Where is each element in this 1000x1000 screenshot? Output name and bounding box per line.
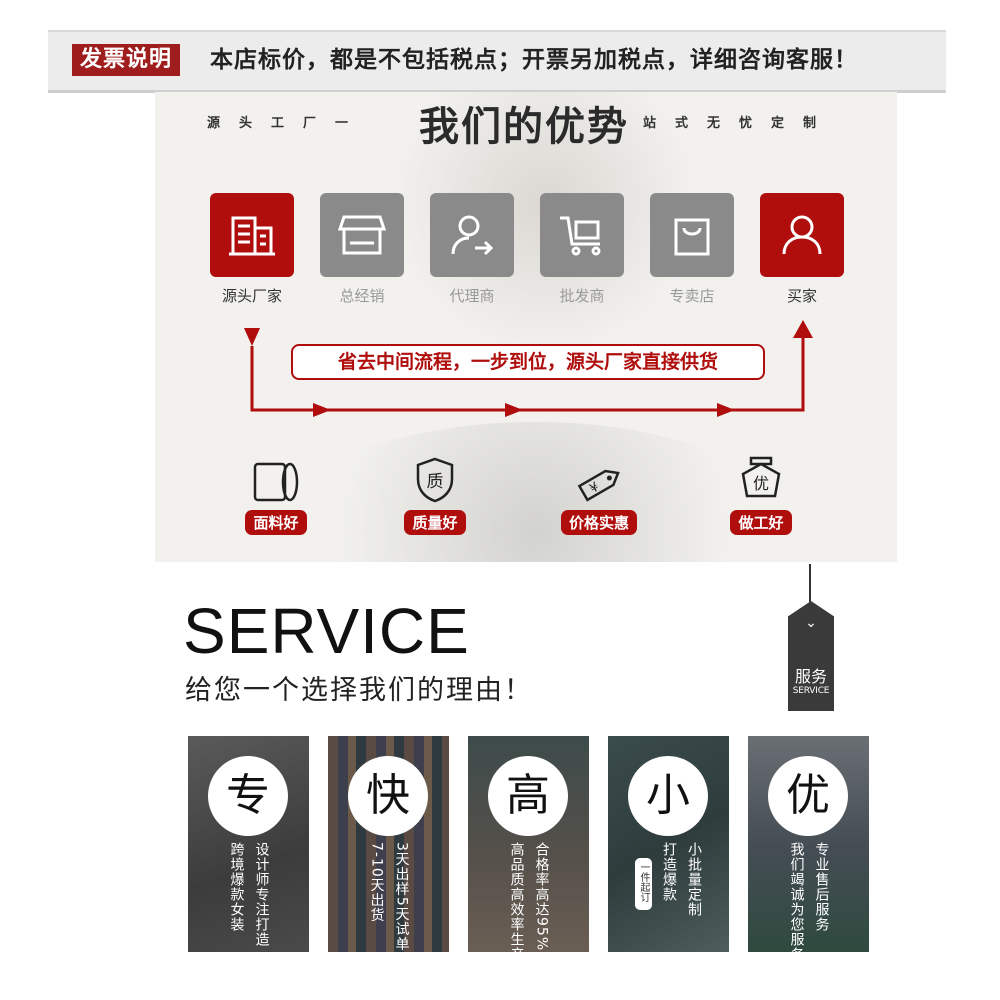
- chain-item-factory: 源头厂家: [210, 193, 294, 306]
- chain-item-store: 专卖店: [650, 193, 734, 306]
- svg-text:¥: ¥: [587, 480, 602, 497]
- service-card-excellent: 优 我们竭诚为您服务 专业售后服务: [748, 736, 869, 952]
- service-hang-tag: ⌄ 服务 SERVICE: [788, 601, 834, 711]
- service-card-fast: 快 7-10天出货 3天出样5天试单: [328, 736, 449, 952]
- card-character: 高: [488, 756, 568, 836]
- card-line: 小批量定制: [686, 842, 702, 917]
- invoice-tag: 发票说明: [72, 44, 181, 76]
- card-character: 优: [768, 756, 848, 836]
- invoice-notice-bar: 发票说明 本店标价，都是不包括税点；开票另加税点，详细咨询客服！: [48, 30, 946, 93]
- person-icon: [760, 193, 844, 277]
- card-line: 高品质高效率生产: [508, 842, 525, 952]
- advantage-subtitle-right: 站式无忧定制: [643, 116, 836, 131]
- card-line: 我们竭诚为您服务: [788, 842, 805, 952]
- service-card-small: 小 一件起订 打造爆款 小批量定制: [608, 736, 729, 952]
- fabric-roll-icon: [226, 454, 326, 504]
- chevron-down-icon: ⌄: [805, 615, 817, 631]
- feature-fabric: 面料好: [226, 454, 326, 535]
- feature-quality: 质 质量好: [385, 454, 485, 535]
- building-icon: [210, 193, 294, 277]
- chain-label: 源头厂家: [221, 287, 282, 305]
- card-line: 合格率高达95%: [533, 842, 550, 952]
- feature-workmanship: 优 做工好: [711, 454, 811, 535]
- advantage-panel: 源头工厂一 我们的优势 站式无忧定制 源头厂家 总经销 代理: [155, 92, 897, 562]
- invoice-text: 本店标价，都是不包括税点；开票另加税点，详细咨询客服！: [210, 47, 858, 73]
- chain-label: 总经销: [339, 287, 385, 305]
- slogan-box: 省去中间流程，一步到位，源头厂家直接供货: [291, 344, 765, 380]
- card-line: 跨境爆款女装: [228, 842, 245, 932]
- excellent-badge-icon: 优: [711, 454, 811, 504]
- agent-person-icon: [430, 193, 514, 277]
- chain-item-distributor: 总经销: [320, 193, 404, 306]
- service-card-high: 高 高品质高效率生产 合格率高达95%: [468, 736, 589, 952]
- feature-label: 做工好: [730, 510, 792, 535]
- quality-shield-icon: 质: [385, 454, 485, 504]
- flow-arrows: [244, 320, 813, 417]
- card-line: 专业售后服务: [813, 842, 830, 932]
- card-character: 小: [628, 756, 708, 836]
- card-line: 打造爆款: [661, 842, 677, 902]
- chain-item-buyer: 买家: [760, 193, 844, 306]
- feature-label: 面料好: [245, 510, 307, 535]
- tag-string: [809, 564, 811, 602]
- service-card-professional: 专 跨境爆款女装 设计师专注打造: [188, 736, 309, 952]
- card-stamp: 一件起订: [635, 858, 652, 910]
- service-subtitle: 给您一个选择我们的理由！: [185, 675, 533, 706]
- chain-label: 专卖店: [669, 287, 715, 305]
- feature-price: ¥ 价格实惠: [549, 454, 649, 535]
- svg-text:优: 优: [753, 474, 769, 493]
- tag-label-en: SERVICE: [792, 686, 830, 696]
- card-line: 设计师专注打造: [253, 842, 270, 947]
- advantage-title: 我们的优势: [419, 104, 629, 150]
- card-character: 快: [348, 756, 428, 836]
- cart-icon: [540, 193, 624, 277]
- svg-text:质: 质: [427, 472, 444, 492]
- tag-label-cn: 服务: [794, 667, 827, 686]
- card-character: 专: [208, 756, 288, 836]
- advantage-subtitle-left: 源头工厂一: [207, 116, 368, 131]
- chain-item-agent: 代理商: [430, 193, 514, 306]
- shopping-bag-icon: [650, 193, 734, 277]
- card-line: 3天出样5天试单: [393, 842, 410, 952]
- card-line: 7-10天出货: [368, 842, 385, 923]
- chain-label: 代理商: [449, 287, 495, 305]
- price-tag-icon: ¥: [549, 454, 649, 504]
- storefront-icon: [320, 193, 404, 277]
- feature-label: 价格实惠: [560, 510, 637, 535]
- service-title: SERVICE: [183, 595, 470, 667]
- chain-label: 批发商: [559, 287, 605, 305]
- chain-label: 买家: [786, 287, 817, 305]
- chain-item-wholesaler: 批发商: [540, 193, 624, 306]
- feature-label: 质量好: [404, 510, 466, 535]
